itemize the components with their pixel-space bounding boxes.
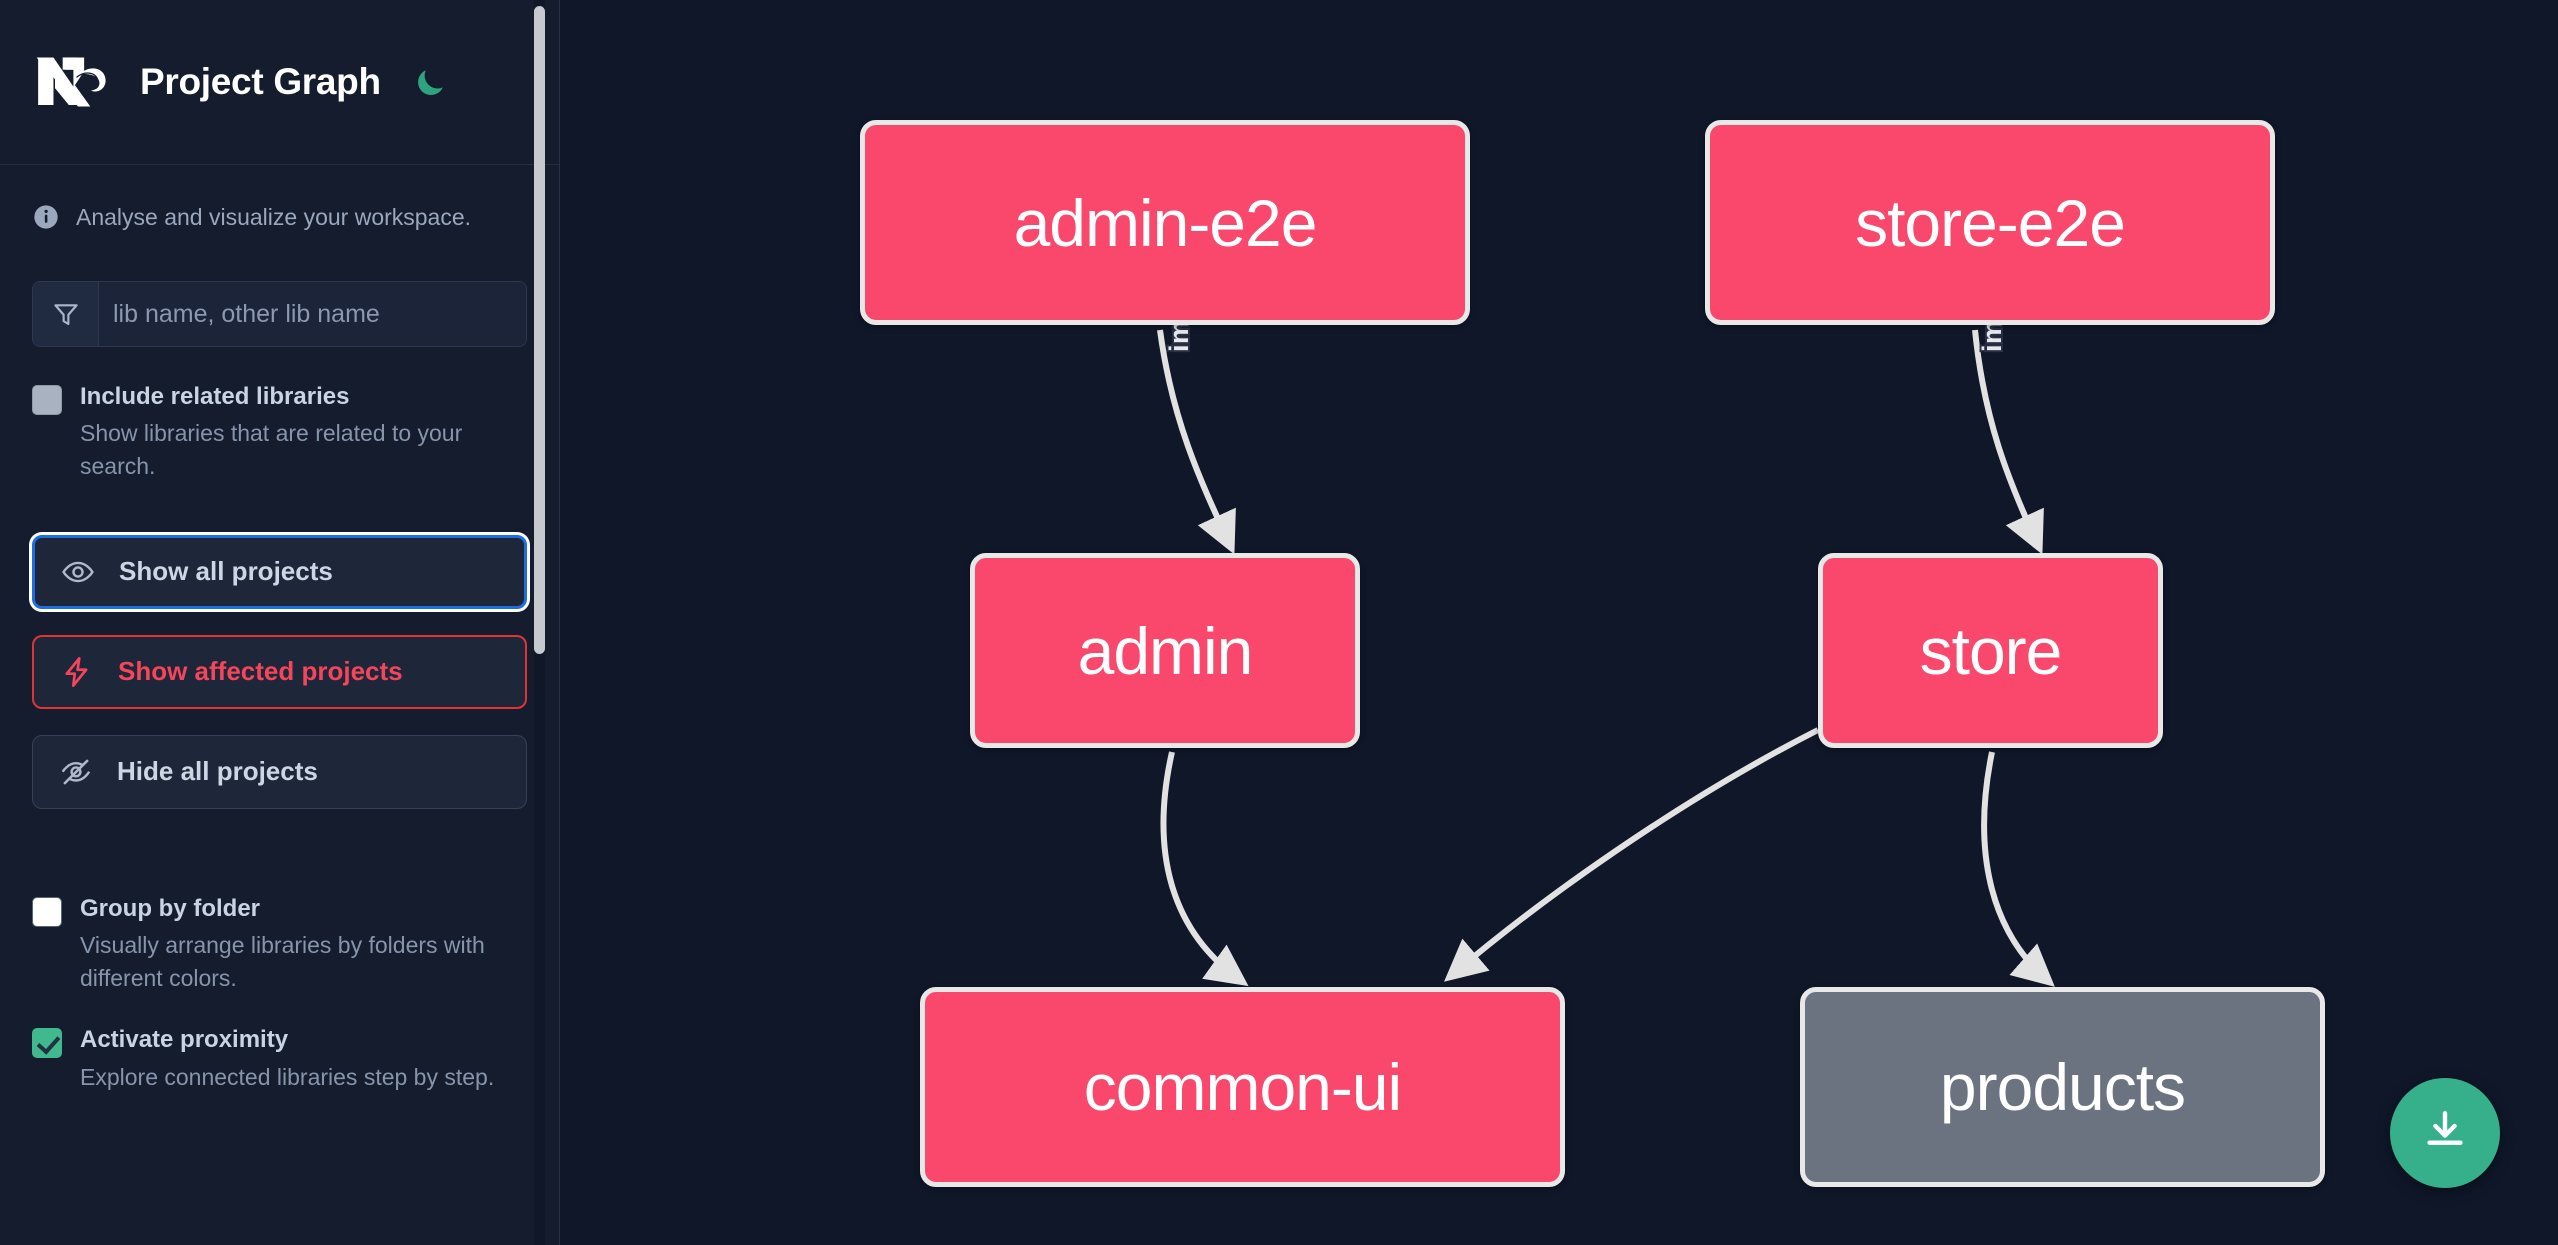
graph-edges	[1157, 329, 2055, 987]
eye-icon	[61, 555, 95, 589]
show-affected-projects-label: Show affected projects	[118, 656, 403, 687]
node-label: common-ui	[1083, 1050, 1402, 1124]
nx-logo-icon	[32, 51, 124, 113]
option-include-related-libraries[interactable]: Include related libraries Show libraries…	[0, 381, 559, 483]
sidebar: Project Graph Analyse and visualize yo	[0, 0, 560, 1245]
option-title: Group by folder	[80, 894, 260, 922]
option-group-by-folder[interactable]: Group by folder Visually arrange librari…	[0, 893, 559, 995]
show-all-projects-label: Show all projects	[119, 556, 333, 587]
node-label: products	[1939, 1050, 2186, 1124]
sidebar-header: Project Graph	[0, 0, 559, 165]
workspace-info-text: Analyse and visualize your workspace.	[76, 203, 472, 230]
graph-canvas[interactable]: implicit implicit admin-e2e store-e2e ad…	[560, 0, 2558, 1245]
option-description: Explore connected libraries step by step…	[80, 1063, 495, 1090]
graph-node-admin[interactable]: admin	[970, 553, 1360, 748]
hide-all-projects-button[interactable]: Hide all projects	[32, 734, 527, 809]
graph-node-products[interactable]: products	[1800, 987, 2325, 1187]
moon-icon[interactable]	[409, 61, 451, 103]
node-label: store	[1919, 613, 2063, 688]
page-title: Project Graph	[140, 61, 381, 102]
search-bar	[32, 281, 527, 347]
checkbox-group-by-folder[interactable]	[32, 896, 62, 927]
option-title: Activate proximity	[80, 1026, 289, 1054]
node-label: store-e2e	[1855, 185, 2126, 260]
option-description: Show libraries that are related to your …	[80, 420, 463, 480]
show-affected-projects-button[interactable]: Show affected projects	[32, 634, 527, 709]
show-all-projects-button[interactable]: Show all projects	[32, 534, 527, 609]
download-image-button[interactable]	[2390, 1078, 2500, 1188]
filter-funnel-icon[interactable]	[33, 282, 99, 346]
checkbox-include-related-libraries[interactable]	[32, 385, 62, 415]
option-title: Include related libraries	[80, 383, 350, 410]
download-icon	[2420, 1106, 2470, 1161]
search-input[interactable]	[99, 282, 526, 346]
graph-node-common-ui[interactable]: common-ui	[920, 987, 1565, 1187]
option-description: Visually arrange libraries by folders wi…	[80, 932, 485, 991]
hide-all-projects-label: Hide all projects	[117, 756, 318, 787]
graph-node-store-e2e[interactable]: store-e2e	[1705, 120, 2275, 325]
option-activate-proximity[interactable]: Activate proximity Explore connected lib…	[0, 1024, 559, 1093]
checkbox-activate-proximity[interactable]	[32, 1028, 62, 1059]
info-circle-icon	[32, 203, 60, 231]
node-label: admin-e2e	[1013, 185, 1318, 260]
graph-node-admin-e2e[interactable]: admin-e2e	[860, 120, 1470, 325]
project-visibility-buttons: Show all projects Show affected projects	[0, 534, 559, 809]
sidebar-scrollbar-thumb[interactable]	[534, 6, 545, 654]
bolt-icon	[60, 655, 94, 689]
graph-node-store[interactable]: store	[1818, 553, 2163, 748]
eye-slash-icon	[59, 755, 93, 789]
sidebar-scroll-area: Project Graph Analyse and visualize yo	[0, 0, 559, 1245]
node-label: admin	[1077, 613, 1254, 688]
spacer	[0, 835, 559, 863]
workspace-info: Analyse and visualize your workspace.	[0, 165, 559, 231]
